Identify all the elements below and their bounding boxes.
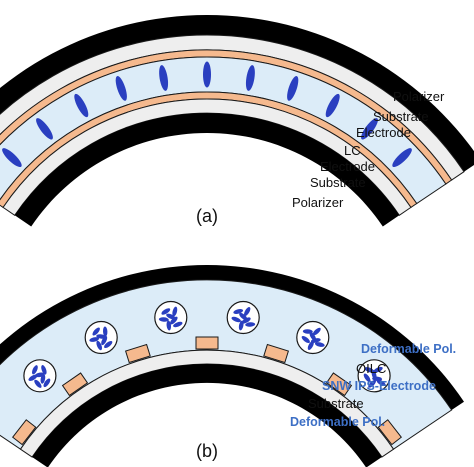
lc-droplet <box>226 300 260 335</box>
label-lc: LC <box>344 143 361 158</box>
panel-b-ips-electrodes <box>11 336 403 446</box>
panel-b-lc-droplets <box>23 300 391 393</box>
caption-a: (a) <box>196 206 218 226</box>
label-polarizer-top: Polarizer <box>393 89 445 104</box>
ips-electrode-pad <box>61 372 89 397</box>
ips-electrode-pad <box>124 343 151 364</box>
label-oilc: OILC <box>356 361 386 376</box>
lc-molecule <box>287 76 299 101</box>
lc-molecule <box>2 148 22 168</box>
lc-molecule <box>36 118 53 140</box>
ips-electrode-pad <box>325 372 353 397</box>
label-substrate-top: Substrate <box>373 109 429 124</box>
lc-molecule <box>325 93 340 118</box>
panel-a-polarizer-inner <box>14 113 400 227</box>
panel-a-lc-molecules <box>2 61 412 168</box>
label-deformable-pol-top: Deformable Pol. <box>361 342 456 356</box>
panel-b-polarizer-inner <box>32 364 382 467</box>
panel-b: Deformable Pol. OILC SNW IPS-Electrode S… <box>0 265 464 467</box>
lc-droplet <box>154 300 188 335</box>
ips-electrode-pad <box>11 419 37 446</box>
lc-molecule <box>392 148 412 168</box>
caption-b: (b) <box>196 441 218 461</box>
lc-molecule <box>74 93 89 118</box>
lc-droplet <box>23 359 57 393</box>
lc-molecule <box>159 65 169 91</box>
label-deformable-pol-bottom: Deformable Pol. <box>290 415 385 429</box>
lc-molecule <box>203 61 211 88</box>
label-substrate: Substrate <box>308 396 364 411</box>
lc-molecule <box>361 118 378 140</box>
label-substrate-bottom: Substrate <box>310 175 366 190</box>
ips-electrode-pad <box>195 336 219 350</box>
panel-a: Polarizer Substrate Electrode LC Electro… <box>0 15 474 227</box>
lc-molecule <box>245 65 255 91</box>
lc-droplet <box>84 320 118 355</box>
label-electrode-bottom: Electrode <box>320 159 375 174</box>
ips-electrode-pad <box>377 419 403 446</box>
ips-electrode-pad <box>263 343 290 364</box>
label-electrode-top: Electrode <box>356 125 411 140</box>
panel-b-polarizer-outer <box>0 265 464 410</box>
panel-a-polarizer-outer <box>0 15 474 172</box>
lc-droplet <box>296 320 330 355</box>
label-snw-ips-electrode: SNW IPS-Electrode <box>322 379 436 393</box>
label-polarizer-bottom: Polarizer <box>292 195 344 210</box>
lc-molecule <box>115 76 127 101</box>
lc-droplet <box>357 359 391 393</box>
